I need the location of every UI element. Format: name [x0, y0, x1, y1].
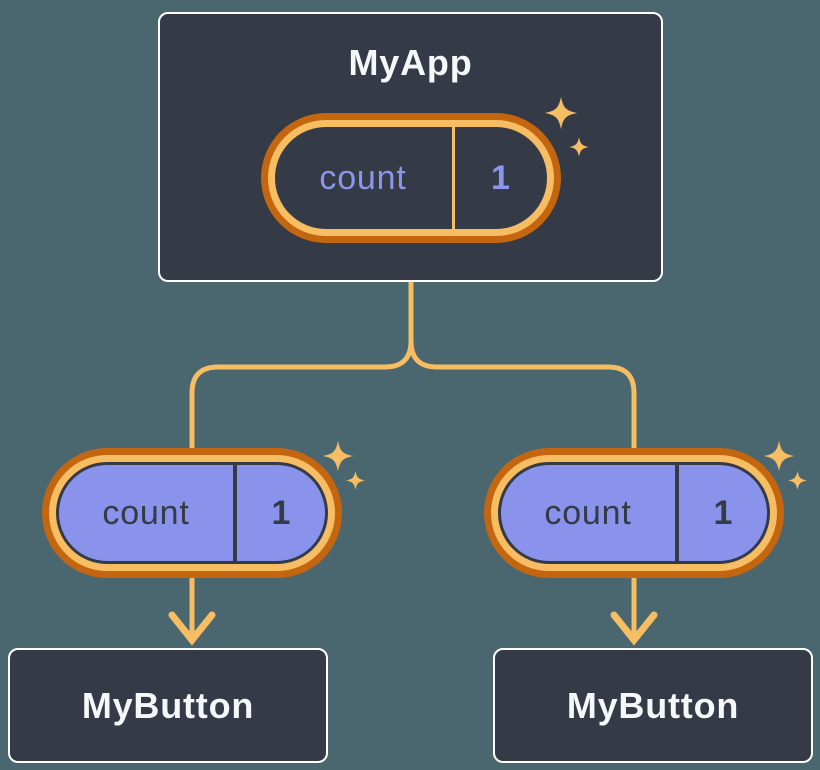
sparkle-icon — [322, 440, 354, 472]
connector-branch-right — [408, 281, 637, 637]
props-pill-ring: count 1 — [49, 455, 335, 571]
state-pill-body: count 1 — [274, 127, 547, 229]
node-title: MyButton — [566, 684, 740, 726]
arrow-down-icon — [168, 611, 216, 646]
node-mybutton-left: MyButton — [8, 648, 328, 763]
node-myapp: MyApp count 1 — [158, 12, 663, 282]
node-title: MyApp — [348, 42, 473, 83]
pill-divider — [233, 465, 237, 561]
sparkle-icon — [788, 471, 807, 490]
sparkle-icon — [544, 96, 578, 130]
connector-branch-left — [189, 281, 414, 637]
props-pill-body: count 1 — [498, 462, 770, 564]
props-pill-ring: count 1 — [491, 455, 777, 571]
node-title: MyButton — [81, 684, 255, 726]
sparkle-icon — [569, 137, 589, 157]
sparkle-icon — [346, 471, 365, 490]
props-pill-body: count 1 — [56, 462, 328, 564]
state-pill-ring: count 1 — [267, 120, 554, 236]
sparkle-icon — [763, 440, 795, 472]
arrow-down-icon — [610, 611, 658, 646]
state-name: count — [319, 158, 407, 197]
props-pill-left: count 1 — [42, 448, 342, 578]
pill-divider — [451, 127, 455, 229]
state-value: 1 — [491, 158, 510, 197]
prop-value: 1 — [713, 493, 733, 532]
props-pill-right: count 1 — [484, 448, 784, 578]
prop-name: count — [544, 493, 632, 532]
prop-name: count — [102, 493, 190, 532]
node-mybutton-right: MyButton — [493, 648, 813, 763]
pill-divider — [675, 465, 679, 561]
state-pill: count 1 — [260, 113, 561, 243]
prop-value: 1 — [271, 493, 291, 532]
